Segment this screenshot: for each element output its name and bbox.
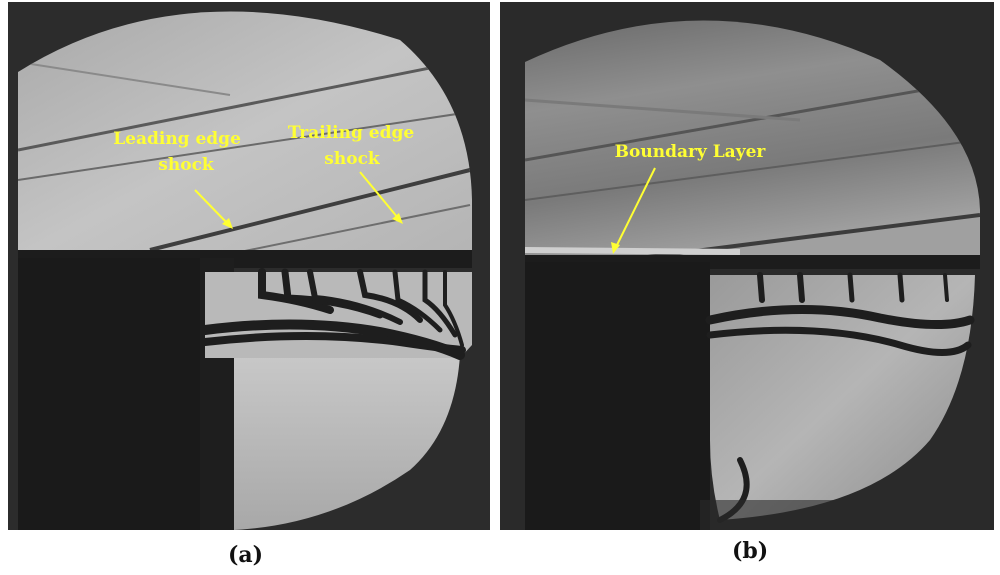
panel-a-label: (a) xyxy=(228,542,264,568)
annotation-leading-edge-shock: Leading edge shock xyxy=(113,129,247,229)
annotation-trailing-edge-line1: Trailing edge xyxy=(288,123,415,143)
annotation-leading-edge-line1: Leading edge xyxy=(113,129,241,149)
panel-a-flow-field-lower xyxy=(234,355,460,530)
annotation-trailing-edge-arrow xyxy=(359,171,399,219)
annotation-boundary-layer-line1: Boundary Layer xyxy=(615,142,767,162)
svg-text:Trailing edge shock: Trailing edge shock xyxy=(288,123,420,169)
panel-b-wires xyxy=(705,272,975,523)
panel-b-flow-field-lower xyxy=(710,275,975,520)
panel-b-label: (b) xyxy=(732,538,769,564)
panel-b-model-body xyxy=(525,262,710,530)
panel-a-model-body xyxy=(18,258,200,530)
annotation-boundary-layer-arrow xyxy=(615,167,656,248)
svg-text:Leading edge shock: Leading edge shock xyxy=(113,129,247,175)
panel-a-right-mask xyxy=(472,258,490,530)
panel-a-shock-lines xyxy=(18,58,471,253)
annotation-leading-edge-line2: shock xyxy=(158,155,215,175)
panel-a-wires xyxy=(200,268,466,360)
annotation-leading-edge-arrow xyxy=(194,189,229,225)
svg-text:Boundary Layer: Boundary Layer xyxy=(615,142,767,162)
panel-b xyxy=(500,2,994,530)
annotation-trailing-edge-arrowhead xyxy=(392,213,403,224)
annotation-leading-edge-arrowhead xyxy=(222,218,233,229)
annotation-trailing-edge-shock: Trailing edge shock xyxy=(288,123,420,224)
panel-b-shock-lines xyxy=(525,78,980,260)
annotation-boundary-layer: Boundary Layer xyxy=(611,142,766,254)
panel-b-bottom-mask xyxy=(700,500,880,530)
annotation-boundary-layer-arrowhead xyxy=(611,242,620,254)
panel-a xyxy=(8,2,490,530)
annotation-trailing-edge-line2: shock xyxy=(324,149,381,169)
